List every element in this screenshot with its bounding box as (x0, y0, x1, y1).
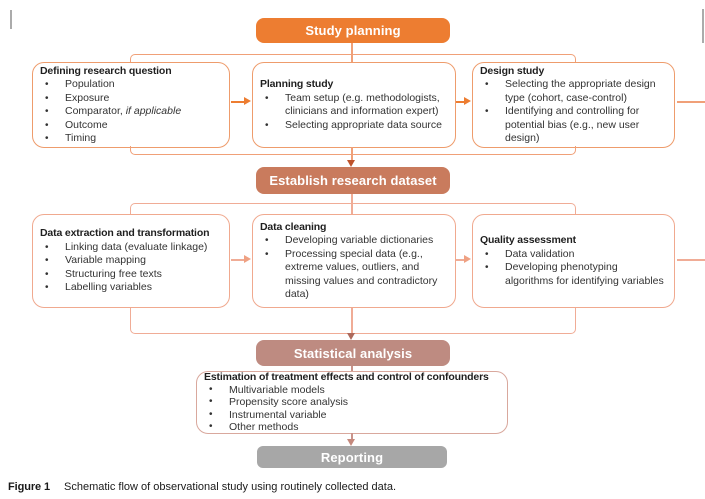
connector-to-establish (351, 147, 353, 161)
box-defining-research-question: Defining research question • Population … (32, 62, 230, 148)
list-item: • Labelling variables (40, 281, 222, 295)
connector-establish-to-row2 (351, 194, 353, 214)
figure-caption-text: Schematic flow of observational study us… (64, 481, 397, 493)
bullet-icon: • (45, 268, 49, 280)
connector-statistical-to-estimation (351, 366, 353, 371)
bullet-icon: • (209, 396, 213, 408)
box-title: Estimation of treatment effects and cont… (204, 371, 489, 384)
list-item: • Structuring free texts (40, 268, 222, 282)
figure-caption-label: Figure 1 (8, 481, 50, 493)
list-item: • Developing variable dictionaries (260, 234, 448, 248)
list-item: • Developing phenotyping algorithms for … (480, 261, 667, 288)
list-item: • Comparator, if applicable (40, 105, 222, 119)
list-item: • Linking data (evaluate linkage) (40, 241, 222, 255)
arrowhead-down-icon (347, 439, 355, 446)
list-item: • Propensity score analysis (204, 396, 500, 409)
list-item: • Other methods (204, 421, 500, 434)
bullet-icon: • (265, 235, 269, 246)
list-item: • Selecting the appropriate design type … (480, 78, 667, 105)
figure-caption: Figure 1 Schematic flow of observational … (8, 481, 396, 493)
list-item: • Processing special data (e.g., extreme… (260, 248, 448, 302)
arrowhead-down-icon (347, 333, 355, 340)
list-item: • Identifying and controlling for potent… (480, 105, 667, 146)
bullet-icon: • (45, 255, 49, 267)
connector-estimation-to-reporting (351, 433, 353, 440)
connector-box2-to-box3 (456, 101, 466, 103)
bullet-icon: • (485, 248, 489, 260)
bullet-icon: • (265, 248, 269, 260)
box-planning-study: Planning study • Team setup (e.g. method… (252, 62, 456, 148)
page-artifact-line (677, 259, 705, 261)
stage-study-planning: Study planning (256, 18, 450, 43)
box-estimation-of-treatment-effects: Estimation of treatment effects and cont… (196, 371, 508, 434)
list-item: • Data validation (480, 248, 667, 262)
list-item: • Instrumental variable (204, 409, 500, 422)
box-quality-assessment: Quality assessment • Data validation • D… (472, 214, 675, 308)
bullet-icon: • (45, 133, 49, 144)
connector-box5-to-box6 (456, 259, 466, 261)
bullet-icon: • (485, 262, 489, 273)
box-title: Defining research question (40, 64, 172, 77)
box-data-extraction: Data extraction and transformation • Lin… (32, 214, 230, 308)
bullet-icon: • (45, 241, 49, 253)
arrowhead-down-icon (347, 160, 355, 167)
list-item: • Team setup (e.g. methodologists, clini… (260, 92, 448, 119)
bullet-icon: • (265, 92, 269, 104)
arrowhead-right-icon (464, 97, 471, 105)
bullet-icon: • (45, 282, 49, 294)
bullet-icon: • (265, 119, 269, 131)
list-item: • Timing (40, 132, 222, 146)
connector-box1-to-box2 (231, 101, 245, 103)
arrowhead-right-icon (244, 97, 251, 105)
page-artifact-line (702, 9, 704, 43)
page-artifact-line (677, 101, 705, 103)
connector-row1-collector (130, 146, 576, 155)
bullet-icon: • (209, 383, 213, 395)
connector-study-to-row1 (351, 43, 353, 62)
connector-to-statistical (351, 308, 353, 333)
box-title: Data cleaning (260, 220, 327, 233)
connector-box4-to-box5 (231, 259, 245, 261)
connector-row2-distribution (130, 203, 576, 214)
bullet-icon: • (485, 79, 489, 90)
bullet-icon: • (485, 106, 489, 117)
bullet-icon: • (45, 119, 49, 131)
page-artifact-line (10, 10, 12, 29)
arrowhead-right-icon (464, 255, 471, 263)
box-design-study: Design study • Selecting the appropriate… (472, 62, 675, 148)
connector-row1-distribution (130, 54, 576, 63)
box-title: Data extraction and transformation (40, 227, 210, 240)
connector-row2-collector (130, 308, 576, 334)
stage-statistical-analysis: Statistical analysis (256, 340, 450, 366)
stage-establish-research-dataset: Establish research dataset (256, 167, 450, 194)
box-title: Planning study (260, 78, 334, 90)
list-item: • Population (40, 78, 222, 92)
bullet-icon: • (45, 106, 49, 117)
box-title: Design study (480, 64, 545, 77)
box-data-cleaning: Data cleaning • Developing variable dict… (252, 214, 456, 308)
bullet-icon: • (45, 92, 49, 104)
list-item: • Exposure (40, 92, 222, 106)
bullet-icon: • (45, 79, 49, 90)
list-item: • Multivariable models (204, 384, 500, 397)
stage-reporting: Reporting (257, 446, 447, 468)
list-item: • Selecting appropriate data source (260, 119, 448, 133)
arrowhead-right-icon (244, 255, 251, 263)
box-title: Quality assessment (480, 234, 576, 246)
bullet-icon: • (209, 408, 213, 420)
list-item: • Variable mapping (40, 254, 222, 268)
list-item: • Outcome (40, 119, 222, 133)
bullet-icon: • (209, 421, 213, 433)
